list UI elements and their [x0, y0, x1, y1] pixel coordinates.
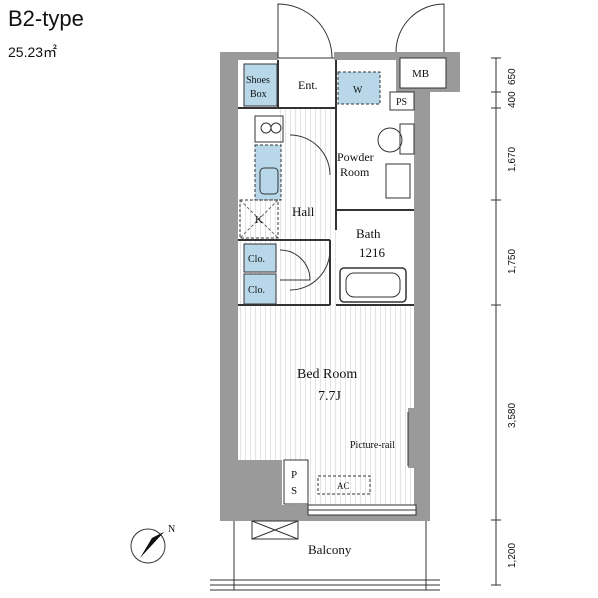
entrance-label: Ent. [298, 78, 318, 92]
picture-rail-label: Picture-rail [350, 440, 395, 451]
closet-door-arc [279, 249, 311, 281]
bedroom-door-arc [289, 249, 331, 291]
ps-bottom-p: P [291, 469, 297, 481]
ps-bottom-box [283, 459, 309, 505]
shoes-box [243, 63, 278, 107]
ps-bottom-s: S [291, 485, 297, 497]
closet-2 [243, 273, 277, 305]
bedroom-line1: Bed Room [297, 367, 357, 382]
ps-top-box [389, 91, 415, 111]
toilet-icon [377, 123, 415, 155]
dimension-1750: 1,750 [507, 249, 518, 274]
stove-icon [254, 115, 284, 143]
bedroom-line2: 7.7J [318, 389, 342, 404]
bathtub-inner [345, 272, 401, 298]
hall-label: Hall [292, 204, 315, 219]
header-area: 25.23㎡ [8, 44, 58, 60]
closet-2-label: Clo. [248, 285, 265, 296]
compass-label: N [168, 524, 175, 535]
shoes-box-line1: Shoes [246, 75, 270, 86]
hall-door-arc [289, 134, 331, 176]
dimension-1200: 1,200 [507, 543, 518, 568]
dimension-1670: 1,670 [507, 147, 518, 172]
bath-line2: 1216 [359, 245, 386, 260]
balcony-hatch [251, 520, 299, 540]
closet-1-label: Clo. [248, 254, 265, 265]
fridge-space [239, 199, 279, 239]
dimension-650: 650 [507, 68, 518, 85]
burner-icon [260, 122, 272, 134]
balcony-hatch-x2 [251, 520, 299, 540]
shoes-box-line2: Box [250, 89, 267, 100]
powder-room-line2: Room [340, 165, 370, 179]
kitchen-sink-basin [259, 167, 279, 195]
bathtub [339, 267, 407, 303]
washer-label: W [353, 85, 363, 96]
header-type: B2-type [8, 6, 84, 31]
mb-box [399, 57, 447, 89]
kitchen-label: K [255, 214, 263, 226]
washer-space [337, 71, 381, 105]
mb-label: MB [412, 68, 429, 80]
mb-door [395, 3, 445, 53]
balcony-label: Balcony [308, 542, 352, 557]
ac-label: AC [337, 481, 350, 491]
fridge-cross-2 [239, 199, 279, 239]
kitchen-sink [254, 144, 282, 201]
balcony-floor [234, 520, 426, 580]
entry-door [277, 3, 334, 59]
hall-floor [278, 108, 336, 308]
ac-unit [317, 475, 371, 495]
bath-line1: Bath [356, 226, 381, 241]
burner-icon-2 [270, 122, 282, 134]
closet-1 [243, 243, 277, 273]
powder-room-line1: Powder [337, 150, 374, 164]
balcony-outline [210, 521, 440, 591]
sink-icon [385, 163, 411, 199]
ps-top-label: PS [396, 97, 407, 108]
compass-icon: N [130, 524, 175, 564]
dimension-line [491, 57, 501, 586]
dimension-400: 400 [507, 91, 518, 108]
dimension-3580: 3,580 [507, 403, 518, 428]
